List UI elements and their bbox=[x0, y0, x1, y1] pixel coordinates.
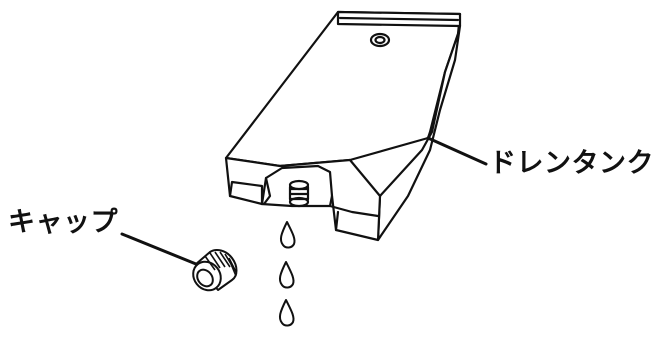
tank-leader-line bbox=[428, 138, 486, 164]
cap-label: キャップ bbox=[8, 209, 118, 236]
water-drops bbox=[280, 222, 295, 326]
water-drop-icon bbox=[281, 222, 295, 248]
water-drop-icon bbox=[280, 300, 294, 326]
water-drop-icon bbox=[280, 262, 294, 288]
drain-tank-illustration bbox=[226, 12, 460, 240]
cap-leader-line bbox=[122, 234, 196, 264]
knurled-cap-illustration bbox=[188, 250, 237, 296]
tank-label: ドレンタンク bbox=[489, 150, 654, 177]
tank-drain-spout bbox=[290, 181, 308, 206]
